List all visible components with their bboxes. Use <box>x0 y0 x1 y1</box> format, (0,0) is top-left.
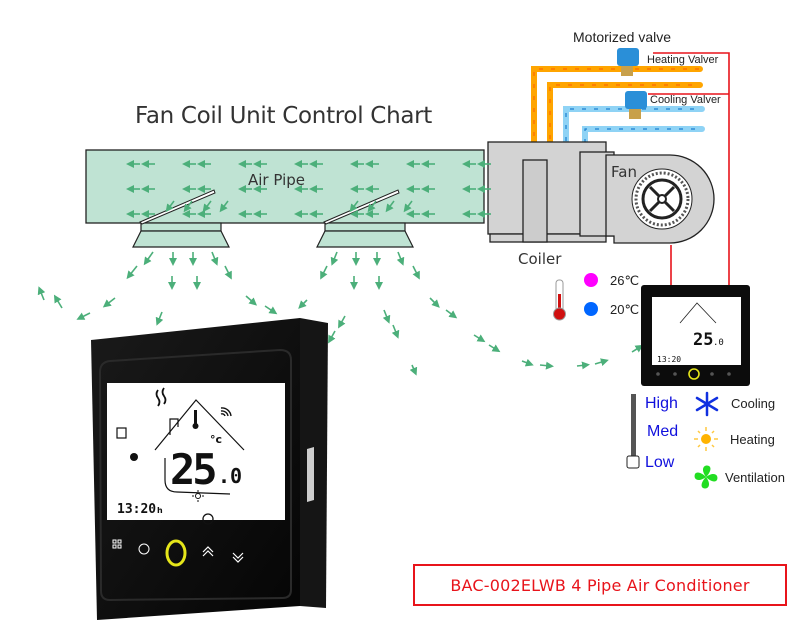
airflow-arrow <box>298 299 308 309</box>
airflow-arrow <box>338 315 346 329</box>
svg-text:25: 25 <box>693 330 713 350</box>
wifi-icon <box>220 407 232 417</box>
up-button <box>202 550 214 557</box>
cooling-valve <box>625 91 647 119</box>
airflow-arrow <box>445 309 458 319</box>
sun-icon <box>694 427 718 451</box>
diagram-title: Fan Coil Unit Control Chart <box>135 103 433 129</box>
heating-valve <box>617 48 639 76</box>
fan-icon <box>694 465 718 489</box>
airflow-arrow <box>328 330 336 344</box>
temp-label-26: 26℃ <box>610 273 640 288</box>
airflow-arrow <box>183 200 193 213</box>
motorized-valve-label: Motorized valve <box>573 29 672 45</box>
airflow-arrow <box>264 305 278 315</box>
svg-text:13:20: 13:20 <box>657 355 681 364</box>
svg-text:.0: .0 <box>713 338 724 348</box>
schedule-icon <box>116 427 127 439</box>
lcd-time: 13:20 <box>117 502 156 517</box>
product-name: BAC-002ELWB 4 Pipe Air Conditioner <box>450 575 750 595</box>
coiler-label: Coiler <box>518 250 562 268</box>
lcd-temperature: 25 <box>170 445 215 494</box>
airflow-arrow <box>385 200 395 213</box>
airflow-arrow <box>202 200 212 213</box>
lcd-house <box>154 399 245 495</box>
airflow-arrow <box>224 265 232 280</box>
power-button <box>165 539 187 567</box>
airflow-arrow <box>473 334 486 343</box>
large-thermostat: 25 .0 °c 13:20 h <box>91 318 328 620</box>
airflow-arrow <box>330 251 339 266</box>
menu-button <box>112 539 122 549</box>
fan-speed-med: Med <box>647 423 679 440</box>
airflow-arrow <box>37 286 46 301</box>
airflow-arrow <box>155 311 164 326</box>
thermometer-icon <box>553 279 566 321</box>
clock-lcd-icon <box>202 513 214 525</box>
snowflake-icon <box>695 391 719 417</box>
airflow-arrow <box>576 361 590 370</box>
coil-housing <box>487 141 615 243</box>
status-dot-icon <box>130 453 138 461</box>
thermometer-lcd-icon <box>194 410 197 424</box>
airflow-arrow <box>143 251 154 266</box>
fan-blower <box>605 154 715 244</box>
airflow-arrow <box>403 200 413 213</box>
svg-text:h: h <box>157 506 163 515</box>
down-button <box>232 552 244 559</box>
clock-button <box>138 543 150 555</box>
mode-heating-label: Heating <box>730 432 775 447</box>
airflow-arrow <box>391 324 400 339</box>
fan-speed-slider <box>626 394 640 469</box>
air-pipe-label: Air Pipe <box>248 171 305 189</box>
product-name-box: BAC-002ELWB 4 Pipe Air Conditioner <box>413 564 787 606</box>
control-wires <box>648 52 730 288</box>
airflow-arrow <box>102 297 116 308</box>
lcd-unit: °c <box>210 433 222 446</box>
temp-label-20: 20℃ <box>610 302 640 317</box>
airflow-arrow <box>165 200 175 213</box>
airflow-arrow <box>488 344 501 353</box>
airflow-arrow <box>367 200 377 213</box>
cooling-valve-label: Cooling Valver <box>650 94 721 106</box>
air-duct <box>85 149 485 248</box>
airflow-arrow <box>631 344 644 353</box>
mode-cooling-label: Cooling <box>731 396 776 411</box>
airflow-arrow <box>53 294 63 309</box>
airflow-arrow <box>382 309 391 324</box>
temp-dot-26 <box>584 273 598 287</box>
fan-label: Fan <box>611 163 637 181</box>
airflow-arrow <box>396 251 405 266</box>
fan-speed-low: Low <box>645 454 675 471</box>
airflow-arrow <box>245 295 258 306</box>
airflow-arrow <box>126 265 138 280</box>
room-airflow-arrows <box>37 251 644 376</box>
airflow-arrow <box>539 361 554 370</box>
lcd-decimal: .0 <box>218 464 242 488</box>
airflow-arrow <box>210 251 219 266</box>
airflow-arrow <box>76 312 91 320</box>
sun-lcd-icon <box>192 490 204 502</box>
airflow-arrow <box>409 364 418 376</box>
temp-dot-20 <box>584 302 598 316</box>
duct-airflow-arrows <box>126 160 491 218</box>
airflow-arrow <box>594 358 609 366</box>
fan-speed-high: High <box>645 395 678 412</box>
heating-valve-label: Heating Valver <box>647 54 719 66</box>
airflow-arrow <box>521 358 534 367</box>
small-thermostat: 25 .0 13:20 <box>641 285 750 386</box>
heat-waves-icon <box>155 387 167 407</box>
airflow-arrow <box>412 265 420 280</box>
airflow-arrow <box>429 297 440 308</box>
airflow-arrow <box>349 200 359 213</box>
airflow-arrow <box>320 265 328 280</box>
mode-ventilation-label: Ventilation <box>725 470 785 485</box>
airflow-arrow <box>219 200 229 213</box>
